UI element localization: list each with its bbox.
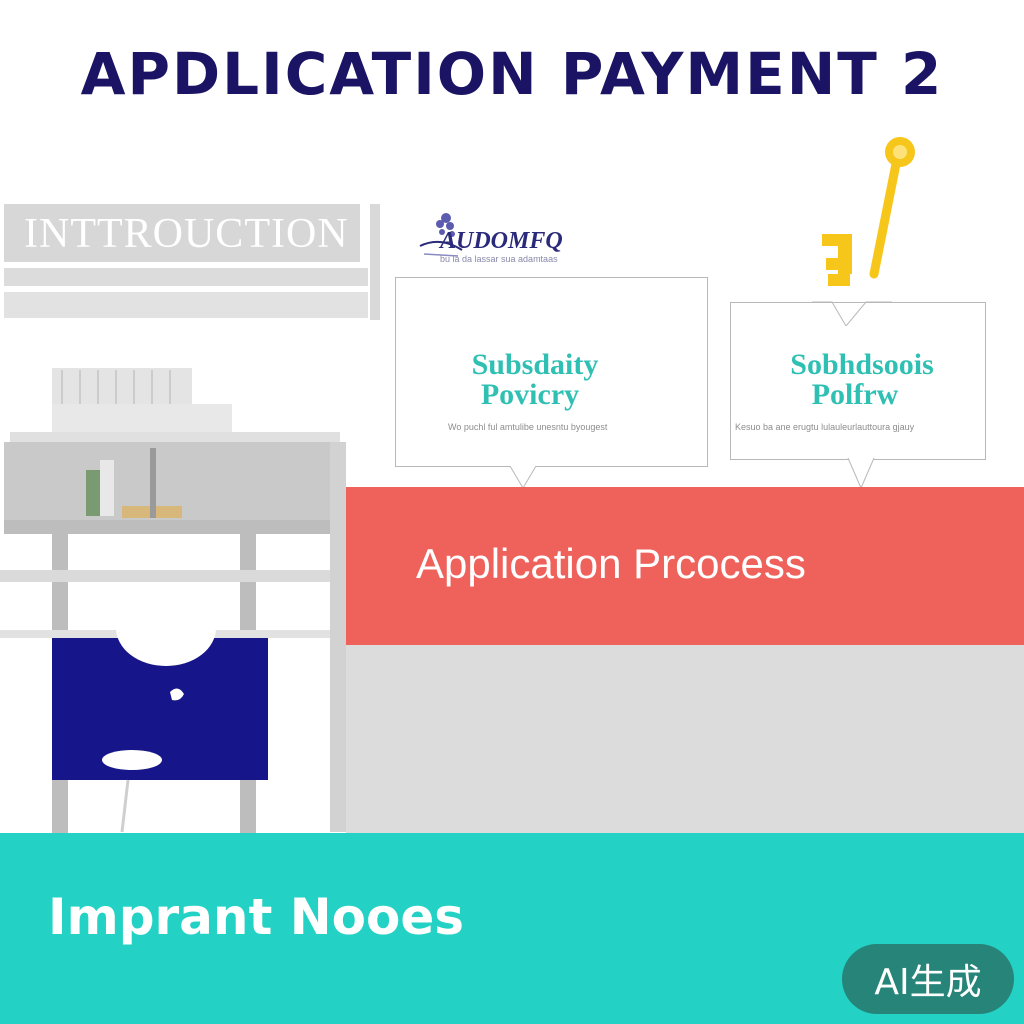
card-2-title-line-1: Sobhdsoois	[790, 348, 934, 381]
intro-banner	[4, 204, 360, 262]
office-illustration	[0, 368, 346, 834]
intro-underline-bar	[4, 268, 368, 286]
card-top-notch	[812, 301, 892, 326]
key-icon	[822, 137, 915, 286]
card-1-title-line-1: Subsdaity	[471, 348, 599, 381]
ai-generated-badge: AI生成	[842, 944, 1014, 1014]
card-1-description: Wo puchl ful amtulibe unesntu byougest	[448, 422, 608, 432]
content-panel	[346, 645, 1024, 833]
logo-emblem-icon	[419, 213, 463, 257]
important-notes-label: Imprant Nooes	[48, 888, 465, 946]
application-process-label: Application Prcocess	[416, 540, 806, 587]
page-title: APDLICATION PAYMENT 2	[80, 40, 944, 108]
logo-text: AUDOMFQ	[440, 228, 563, 254]
policy-card-1[interactable]	[395, 277, 708, 467]
policy-card-2[interactable]	[730, 302, 986, 460]
card-2-description: Kesuo ba ane erugtu lulauleurlauttoura g…	[735, 422, 915, 432]
intro-side-bar	[370, 204, 380, 320]
logo-subtext: bu la da lassar sua adamtaas	[440, 254, 558, 264]
intro-underline-bar-2	[4, 292, 368, 318]
card-pointer	[847, 458, 875, 490]
card-2-title-line-2: Polfrw	[811, 378, 899, 411]
application-process-banner[interactable]	[346, 487, 1024, 645]
intro-label: INTTROUCTION	[24, 211, 349, 257]
card-1-title-line-2: Povicry	[480, 378, 580, 411]
